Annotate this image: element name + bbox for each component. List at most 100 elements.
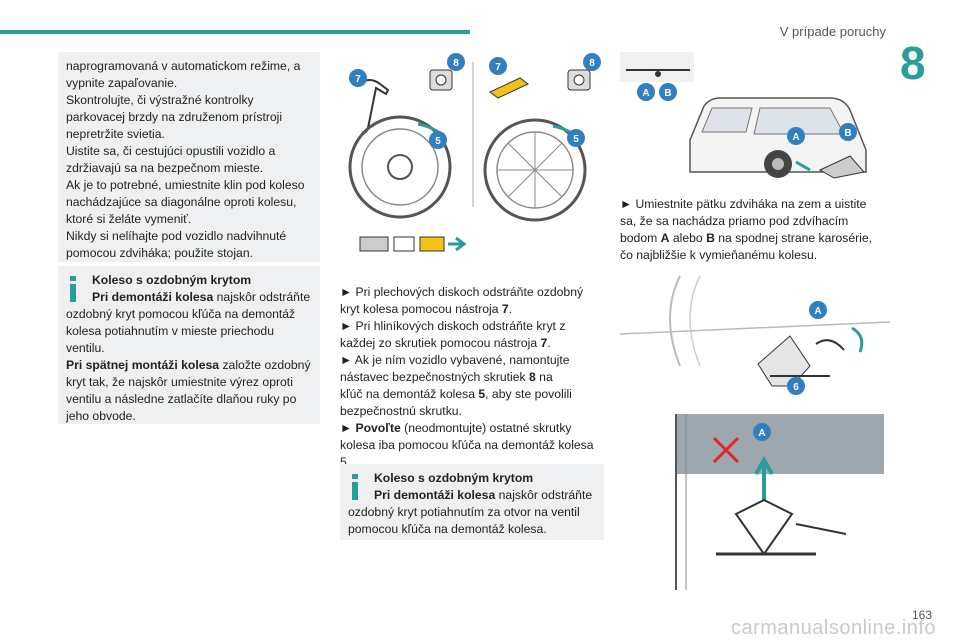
badge-label: 6 <box>793 382 799 393</box>
info-title: Koleso s ozdobným krytom <box>374 471 534 485</box>
badge-label: A <box>792 132 799 143</box>
text-span: ► <box>340 421 356 435</box>
instruction-line: sa, že sa nachádza priamo pod zdvíhacím <box>620 214 849 228</box>
wheel-cover-removal-illustration: 7 8 7 8 5 5 <box>348 53 601 252</box>
text-line: jeho obvode. <box>66 409 136 423</box>
badge-6 <box>787 377 805 395</box>
badge-a <box>637 83 655 101</box>
text-span: kryt kolesa pomocou nástroja <box>340 302 502 316</box>
text-span: najskôr odstráňte <box>213 290 311 304</box>
text-line: Nikdy si nelíhajte pod vozidlo nadvihnut… <box>66 229 287 243</box>
badge-8-left <box>447 53 465 71</box>
text-span: najskôr odstráňte <box>495 488 593 502</box>
text-span: (neodmontujte) ostatné skrutky <box>400 421 572 435</box>
bold-term: Pri demontáži kolesa <box>374 488 496 502</box>
instruction-line: 5. <box>340 455 351 469</box>
badge-label: 5 <box>573 134 579 145</box>
badge-8-right <box>583 53 601 71</box>
page-number: 163 <box>911 608 932 622</box>
text-line: ktoré si želáte vymeniť. <box>66 212 192 226</box>
jack-closeup-illustration: A <box>675 414 884 590</box>
badge-label: 7 <box>355 74 361 85</box>
instruction-line: čo najbližšie k vymieňanému kolesu. <box>620 248 818 262</box>
badge-a-vehicle <box>787 127 805 145</box>
badge-label: 8 <box>589 58 595 69</box>
instruction-line: kolesa iba pomocou kľúča na demontáž kol… <box>340 438 594 452</box>
badge-7-right <box>489 57 507 75</box>
text-line: ozdobný kryt potiahnutím za otvor na ven… <box>348 505 580 519</box>
badge-7-left <box>349 69 367 87</box>
badge-label: B <box>844 128 851 139</box>
text-span: . <box>547 336 551 350</box>
info-icon <box>352 474 358 500</box>
badge-label: A <box>814 306 821 317</box>
text-line: pomocou zdviháka; použite stojan. <box>66 246 253 260</box>
vehicle-jack-points-illustration: A B A B <box>620 52 867 179</box>
text-line: ozdobný kryt pomocou kľúča na demontáž <box>66 307 296 321</box>
badge-label: 5 <box>435 136 441 147</box>
tool-number: 7 <box>501 302 509 316</box>
header-accent-bar <box>0 30 470 34</box>
instructions-text: ► Pri plechových diskoch odstráňte ozdob… <box>340 284 610 471</box>
badge-5-right <box>567 129 585 147</box>
watermark: carmanualsonline.info <box>730 617 936 639</box>
badge-a-jack <box>809 301 827 319</box>
bold-term: Pri demontáži kolesa <box>92 290 214 304</box>
text-line: parkovacej brzdy na združenom prístroji <box>66 110 283 124</box>
info-icon <box>70 276 76 302</box>
badge-label: A <box>758 428 765 439</box>
text-span: kľúč na demontáž kolesa <box>340 387 479 401</box>
section-title: V prípade poruchy <box>779 24 886 39</box>
badge-b-vehicle <box>839 123 857 141</box>
badge-label: A <box>642 88 649 99</box>
jack-instructions: ► Umiestnite pätku zdviháka na zem a uis… <box>620 196 890 264</box>
info-title: Koleso s ozdobným krytom <box>92 273 252 287</box>
point-label: A <box>660 231 670 245</box>
bold-term: Pri spätnej montáži kolesa <box>66 358 220 372</box>
text-span: nástavec bezpečnostných skrutiek <box>340 370 530 384</box>
tool-number: 5 <box>478 387 486 401</box>
badge-5-left <box>429 131 447 149</box>
text-line: naprogramovaná v automatickom režime, a <box>66 59 301 73</box>
info-panel-left <box>58 266 320 424</box>
text-line: kolesa potiahnutím v mieste priechodu <box>66 324 274 338</box>
badge-label: 7 <box>495 62 501 73</box>
badge-label: 8 <box>453 58 459 69</box>
text-span: založte ozdobný <box>219 358 311 372</box>
instruction-line: ► Pri plechových diskoch odstráňte ozdob… <box>340 285 584 299</box>
chapter-number: 8 <box>900 37 926 89</box>
text-span: každej zo skrutiek pomocou nástroja <box>340 336 541 350</box>
text-line: nachádzajúce sa diagonálne oproti kolesu… <box>66 195 297 209</box>
info-text-left: Koleso s ozdobným krytom Pri demontáži k… <box>66 272 316 425</box>
warning-text: naprogramovaná v automatickom režime, a … <box>66 58 316 262</box>
text-span: na spodnej strane karosérie, <box>714 231 873 245</box>
instruction-line: bezpečnostnú skrutku. <box>340 404 462 418</box>
instruction-line: ► Umiestnite pätku zdviháka na zem a uis… <box>620 197 867 211</box>
text-line: kryt tak, že najskôr umiestnite výrez op… <box>66 375 293 389</box>
badge-b <box>659 83 677 101</box>
text-line: zdržiavajú sa na bezpečnom mieste. <box>66 161 264 175</box>
info-panel-middle <box>340 464 604 540</box>
text-span: alebo <box>669 231 707 245</box>
warning-panel <box>58 52 320 262</box>
text-line: pomocou kľúča na demontáž kolesa. <box>348 522 547 536</box>
text-line: Skontrolujte, či výstražné kontrolky <box>66 93 254 107</box>
instruction-line: ► Ak je ním vozidlo vybavené, namontujte <box>340 353 570 367</box>
bold-term: Povoľte <box>355 421 401 435</box>
warning-cross-icon <box>712 436 740 464</box>
point-label: B <box>706 231 715 245</box>
badge-a-closeup <box>753 423 771 441</box>
text-line: ventilu. <box>66 341 105 355</box>
info-text-middle: Koleso s ozdobným krytom Pri demontáži k… <box>348 470 602 538</box>
text-line: Uistite sa, či cestujúci opustili vozidl… <box>66 144 276 158</box>
text-span: . <box>508 302 513 316</box>
instruction-line: ► Pri hliníkových diskoch odstráňte kryt… <box>340 319 566 333</box>
text-line: vypnite zapaľovanie. <box>66 76 178 90</box>
text-line: ventilu a následne zatlačíte dlaňou ruky… <box>66 392 297 406</box>
tool-number: 8 <box>529 370 536 384</box>
jack-positioning-illustration: A 6 <box>619 275 891 395</box>
text-line: nepretržite svietia. <box>66 127 165 141</box>
text-span: , aby ste povolili <box>485 387 572 401</box>
text-line: Ak je to potrebné, umiestnite klin pod k… <box>66 178 305 192</box>
text-span: bodom <box>620 231 661 245</box>
